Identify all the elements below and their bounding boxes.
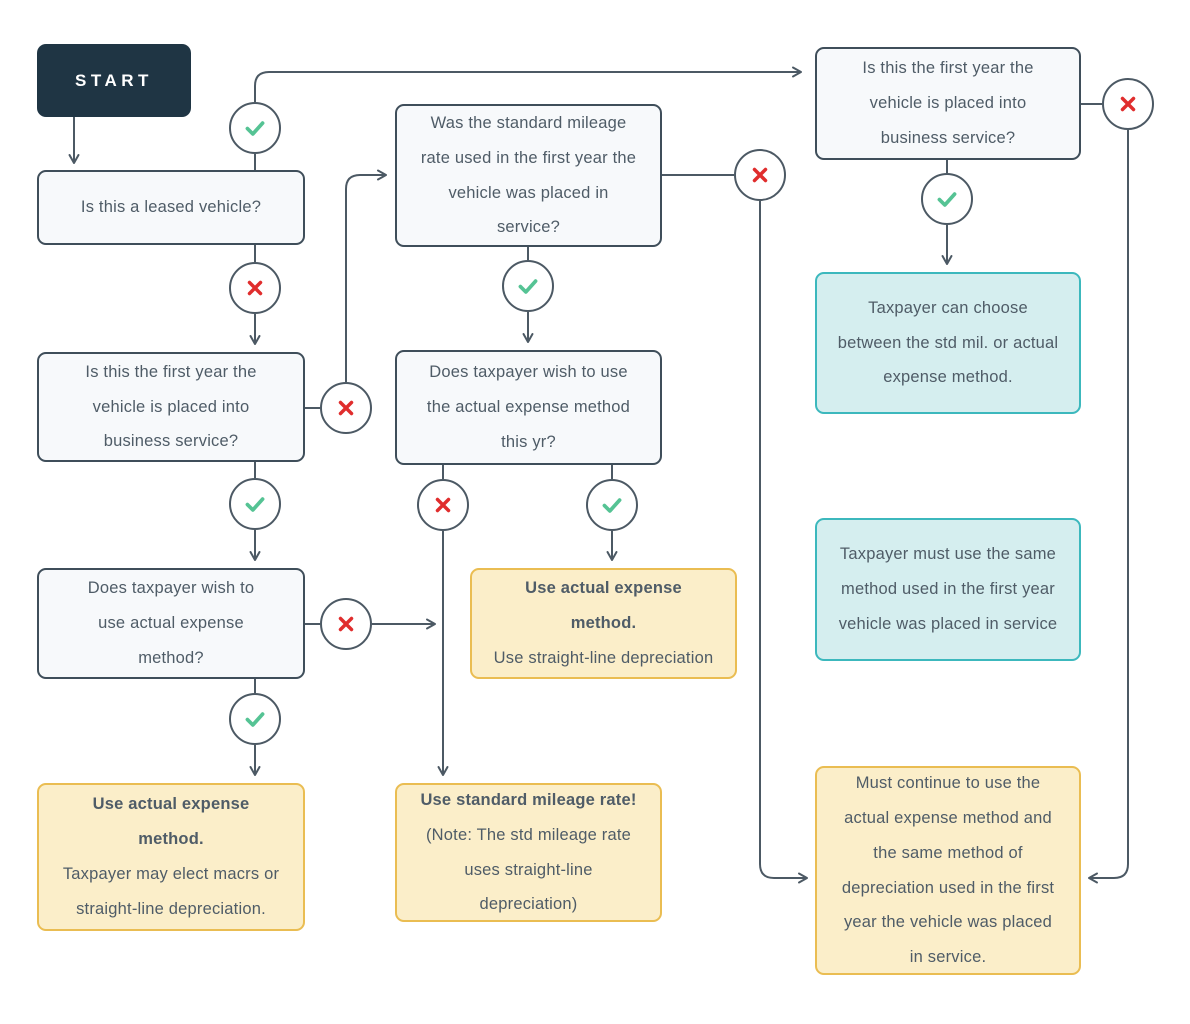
outcome-actual-macrs: Use actual expense method. Taxpayer may …	[37, 783, 305, 931]
x-icon	[752, 167, 768, 183]
outcome-must-continue: Must continue to use the actual expense …	[815, 766, 1081, 975]
start-label: START	[75, 70, 153, 90]
no-decision-first-year-left	[320, 382, 372, 434]
start-node: START	[37, 44, 191, 117]
check-icon	[602, 498, 622, 513]
no-decision-first-year-right	[1102, 78, 1154, 130]
check-icon	[245, 712, 265, 727]
yes-decision-first-year-left	[229, 478, 281, 530]
connector-first-year-right-no-to-must-continue-right	[1088, 130, 1129, 884]
outcome-std-mileage-rate: Use standard mileage rate! (Note: The st…	[395, 783, 662, 922]
info-can-choose: Taxpayer can choose between the std mil.…	[815, 272, 1081, 414]
yes-decision-wish-this-yr	[586, 479, 638, 531]
x-icon	[247, 280, 263, 296]
question-text: Was the standard mileage rate used in th…	[420, 113, 637, 237]
yes-decision-leased	[229, 102, 281, 154]
no-decision-leased	[229, 262, 281, 314]
yes-decision-std-rate	[502, 260, 554, 312]
x-icon	[338, 400, 354, 416]
question-std-rate-first-year: Was the standard mileage rate used in th…	[395, 104, 662, 247]
question-wish-actual: Does taxpayer wish to use actual expense…	[37, 568, 305, 679]
no-decision-wish-this-yr	[417, 479, 469, 531]
question-wish-actual-this-yr: Does taxpayer wish to use the actual exp…	[395, 350, 662, 465]
outcome-body: (Note: The std mileage rate uses straigh…	[425, 825, 632, 914]
outcome-title: Use standard mileage rate!	[420, 790, 637, 809]
check-icon	[518, 279, 538, 294]
connector-std-rate-no-to-must-continue-left	[759, 201, 808, 884]
question-first-year-left: Is this the first year the vehicle is pl…	[37, 352, 305, 462]
info-body: Taxpayer must use the same method used i…	[838, 545, 1058, 633]
check-icon	[937, 192, 957, 207]
no-decision-std-rate	[734, 149, 786, 201]
question-text: Is this the first year the vehicle is pl…	[85, 362, 257, 451]
x-icon	[435, 497, 451, 513]
connector-first-year-left-no-to-std-rate-question	[345, 169, 387, 382]
outcome-title: Use actual expense method.	[92, 795, 250, 849]
question-text: Is this a leased vehicle?	[80, 198, 262, 217]
outcome-body: Use straight-line depreciation	[493, 648, 714, 667]
outcome-body: Must continue to use the actual expense …	[841, 773, 1055, 967]
x-icon	[1120, 96, 1136, 112]
yes-decision-wish-actual	[229, 693, 281, 745]
no-decision-wish-actual	[320, 598, 372, 650]
x-icon	[338, 616, 354, 632]
outcome-body: Taxpayer may elect macrs or straight-lin…	[62, 865, 280, 918]
connector-leased-yes-to-first-year-right	[254, 66, 802, 102]
info-same-method: Taxpayer must use the same method used i…	[815, 518, 1081, 661]
question-leased-vehicle: Is this a leased vehicle?	[37, 170, 305, 245]
question-text: Is this the first year the vehicle is pl…	[862, 59, 1034, 147]
outcome-actual-straight-line: Use actual expense method. Use straight-…	[470, 568, 737, 679]
question-text: Does taxpayer wish to use actual expense…	[87, 579, 255, 667]
outcome-title: Use actual expense method.	[525, 579, 682, 633]
check-icon	[245, 497, 265, 512]
yes-decision-first-year-right	[921, 173, 973, 225]
check-icon	[245, 121, 265, 136]
info-body: Taxpayer can choose between the std mil.…	[837, 298, 1059, 387]
question-text: Does taxpayer wish to use the actual exp…	[426, 363, 631, 451]
question-first-year-right: Is this the first year the vehicle is pl…	[815, 47, 1081, 160]
